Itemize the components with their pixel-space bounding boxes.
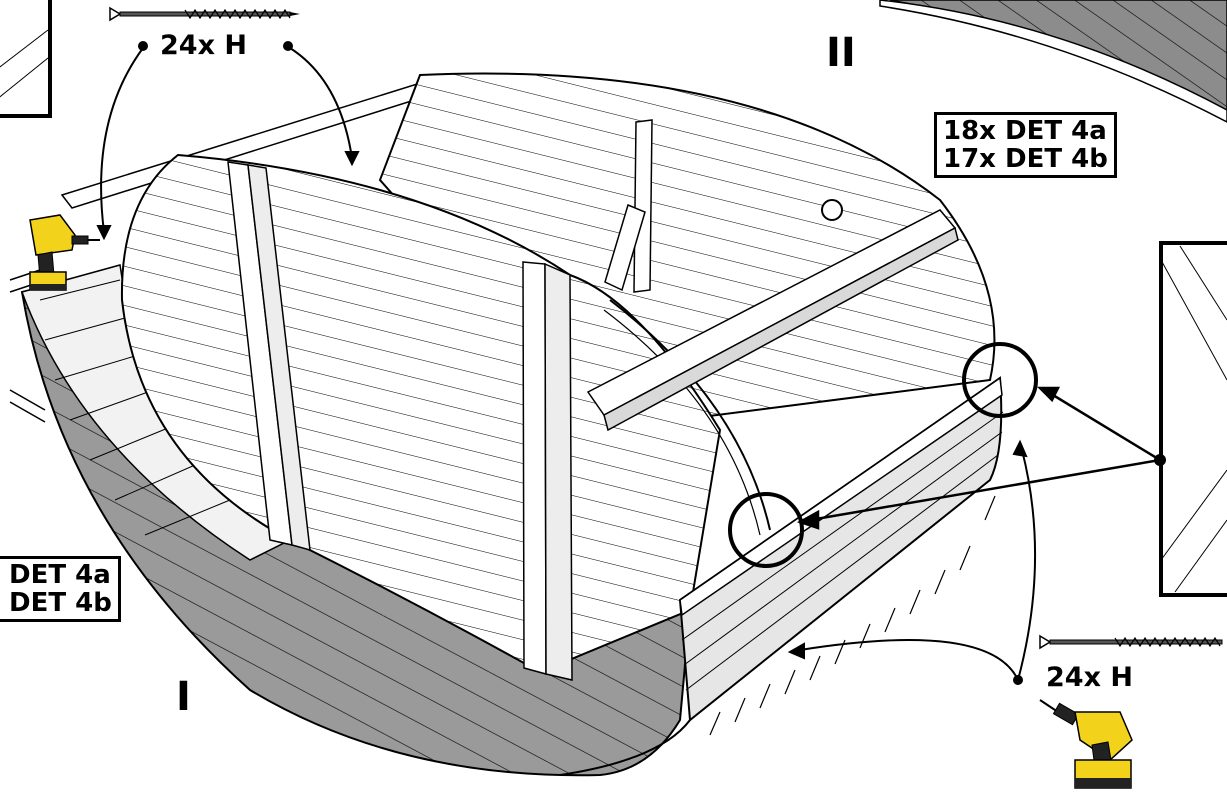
callout-dot-top-left bbox=[138, 41, 148, 51]
cross-beam bbox=[586, 209, 959, 432]
section-label-one: I bbox=[176, 674, 191, 720]
detail-inset-top-left bbox=[0, 0, 52, 118]
screw-icon-bottom bbox=[1039, 634, 1223, 650]
callout-arrows bbox=[796, 386, 1161, 530]
screw-arrows-top bbox=[96, 47, 360, 241]
screw-icon bbox=[109, 6, 300, 22]
screw-arrows-bottom bbox=[787, 439, 1037, 681]
screw-count-top: 24x H bbox=[160, 30, 247, 61]
parts-item: DET 4b bbox=[9, 588, 112, 618]
screw-count-bottom: 24x H bbox=[1046, 662, 1133, 693]
right-side-wall bbox=[559, 376, 1004, 776]
drill-icon bbox=[29, 214, 100, 291]
callout-dot-top-right bbox=[283, 41, 293, 51]
callout-dot-bottom bbox=[1013, 675, 1023, 685]
screw-marks bbox=[709, 495, 996, 736]
drill-icon-bottom bbox=[1039, 699, 1133, 789]
parts-item: DET 4a bbox=[9, 560, 111, 590]
front-wall bbox=[120, 153, 771, 681]
callout-circle-upper bbox=[962, 342, 1038, 418]
detail-inset-right bbox=[1159, 241, 1227, 597]
roof-panel-top-right bbox=[879, 0, 1227, 123]
parts-list-left: DET 4a DET 4b bbox=[0, 556, 121, 622]
parts-item: 18x DET 4a bbox=[943, 116, 1107, 146]
parts-list-right: 18x DET 4a 17x DET 4b bbox=[934, 112, 1117, 178]
section-label-two: II bbox=[826, 30, 856, 76]
callout-dot bbox=[1154, 454, 1166, 466]
callout-circle-lower bbox=[728, 492, 804, 568]
parts-item: 17x DET 4b bbox=[943, 144, 1108, 174]
